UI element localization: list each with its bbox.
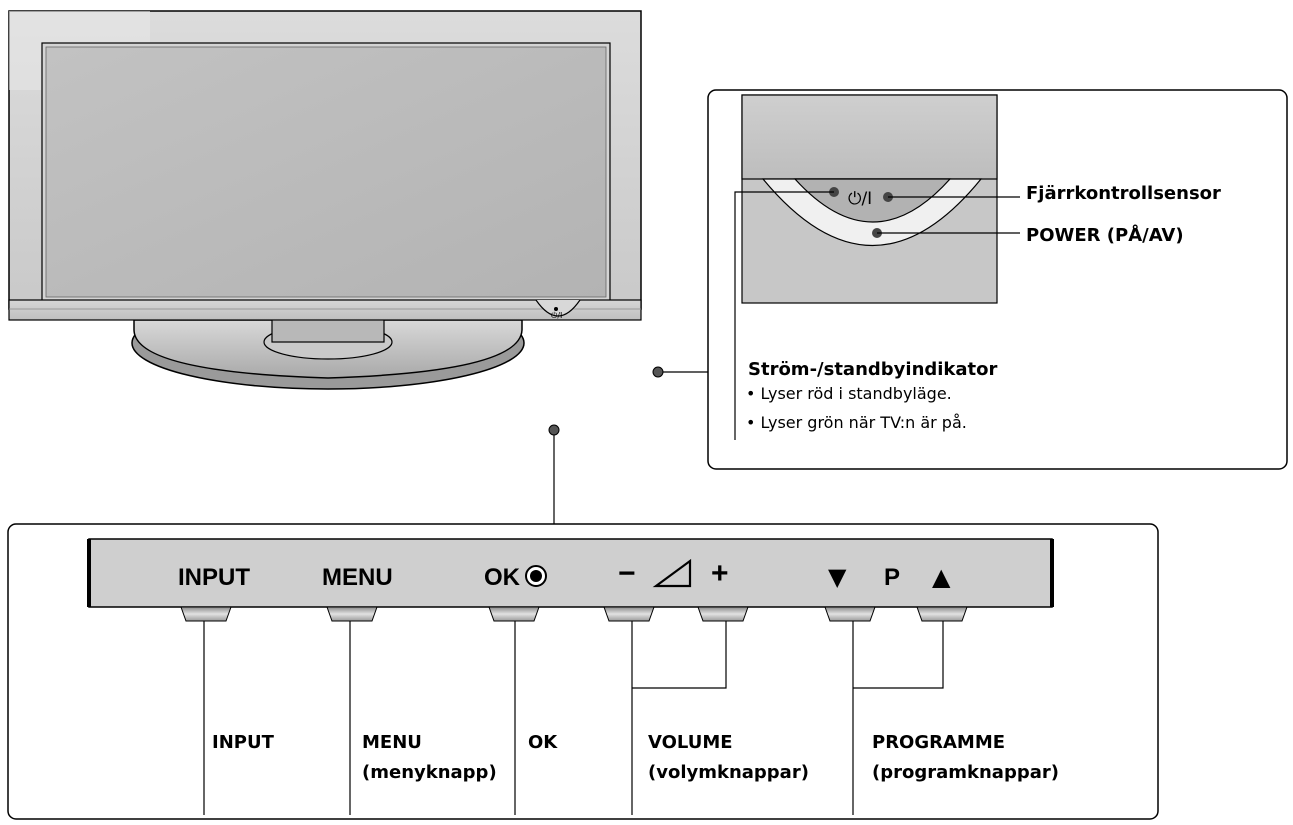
power-label: POWER (PÅ/AV) [1026,225,1184,246]
power-detail [741,94,998,304]
panel-keys [180,606,968,622]
programme-down-button[interactable]: ▼ [828,563,847,591]
menu-sublabel: (menyknapp) [362,762,497,783]
power-standby-symbol: ⏻/I [848,189,873,209]
menu-label: MENU [362,732,422,753]
indicator-callout-dot [652,366,664,378]
input-label: INPUT [212,732,274,753]
ok-ring-icon [525,565,547,587]
volume-icon [652,558,692,588]
tv-power-mark: ⏻/I [551,311,563,320]
volume-down-button[interactable]: − [618,557,636,590]
programme-up-button[interactable]: ▲ [932,563,951,591]
volume-sublabel: (volymknappar) [648,762,809,783]
panel-leader-lines [203,621,944,815]
volume-up-button[interactable]: + [711,557,729,590]
control-panel-bar [87,538,1054,608]
detail-leader-lines [734,191,1020,440]
indicator-line-green: • Lyser grön när TV:n är på. [746,413,967,432]
input-button[interactable]: INPUT [178,564,250,591]
ok-label: OK [528,732,558,753]
programme-sublabel: (programknappar) [872,762,1059,783]
indicator-line-red: • Lyser röd i standbyläge. [746,384,952,403]
programme-p-label: P [884,564,901,591]
volume-label: VOLUME [648,732,733,753]
indicator-title: Ström-/standbyindikator [748,359,998,380]
menu-button[interactable]: MENU [322,564,393,591]
panel-callout-dot [548,424,560,436]
tv-front [8,10,642,321]
ok-button[interactable]: OK [484,564,520,591]
remote-sensor-label: Fjärrkontrollsensor [1026,183,1221,204]
callout-lines [553,371,708,524]
programme-label: PROGRAMME [872,732,1006,753]
